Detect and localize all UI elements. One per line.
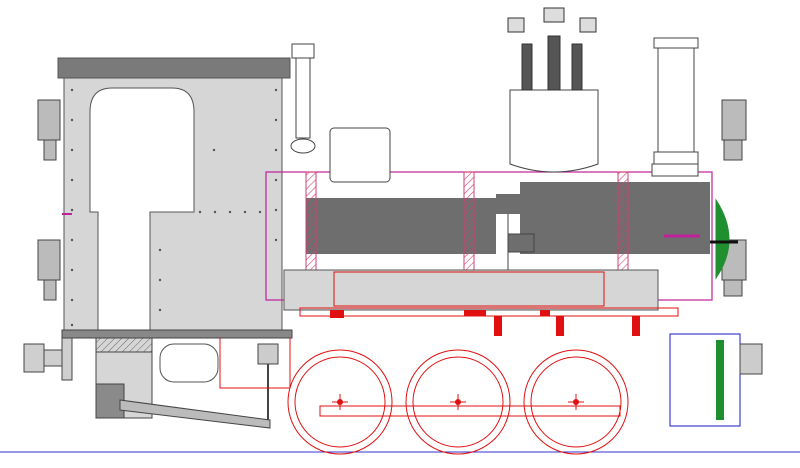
rear-buffer: [23, 337, 73, 381]
driving-wheels: [287, 349, 629, 455]
cab-rivets: [70, 88, 278, 327]
brake-rigging: [119, 399, 271, 429]
running-board: [61, 329, 293, 339]
frame-outline-rear: [219, 338, 291, 389]
driving-wheel: [405, 349, 511, 455]
brake-blocks: [330, 310, 640, 336]
running-plate: [299, 307, 679, 317]
cab-side-lamp-upper: [37, 99, 61, 161]
driving-wheel: [523, 349, 629, 455]
front-buffer-beam: [669, 333, 741, 427]
front-buffer: [739, 343, 763, 375]
cab-roof: [57, 57, 291, 79]
side-tank: [265, 171, 713, 301]
coupling-rod: [319, 405, 621, 417]
cab: [37, 57, 291, 337]
steam-dome: [509, 89, 599, 173]
frame-inner-red: [333, 271, 605, 307]
cab-door-window: [89, 87, 195, 331]
chimney: [651, 37, 699, 177]
frame-body: [283, 269, 659, 311]
driving-wheel: [287, 349, 393, 455]
cab-side-lamp-lower: [37, 239, 61, 301]
sandbox: [329, 127, 391, 183]
brake-column: [257, 343, 279, 365]
cab-chimney: [290, 43, 316, 154]
front-green-detail: [716, 340, 724, 420]
safety-valves: [507, 7, 597, 91]
front-lamps: [721, 99, 747, 297]
